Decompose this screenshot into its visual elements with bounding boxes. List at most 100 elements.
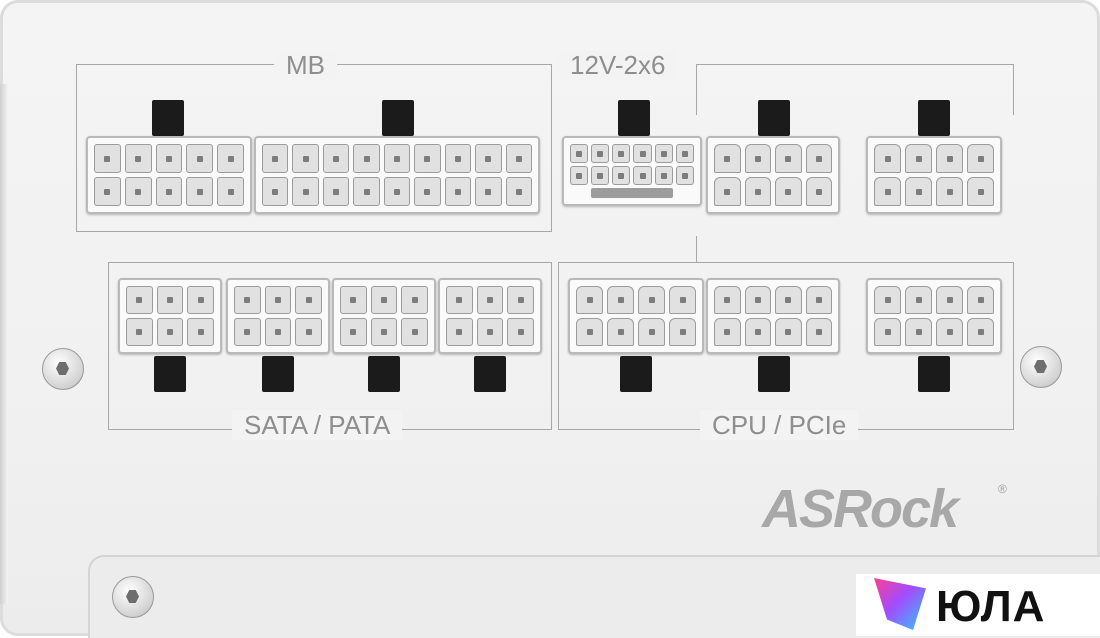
latch: [618, 100, 650, 136]
pin: [607, 286, 634, 314]
pin: [476, 318, 504, 346]
pin: [264, 286, 292, 314]
cpu-pcie-8pin-connector[interactable]: [706, 136, 840, 214]
pin: [475, 144, 502, 173]
pin: [264, 318, 292, 346]
pin: [353, 144, 380, 173]
cpu-pcie-8pin-connector[interactable]: [706, 278, 840, 354]
pin: [775, 318, 802, 346]
12v-2x6-connector[interactable]: [562, 136, 702, 206]
pin: [936, 286, 963, 314]
screw-icon: [112, 576, 154, 618]
pin: [446, 286, 473, 314]
pin: [186, 177, 214, 206]
latch: [918, 100, 950, 136]
pin: [414, 144, 441, 173]
pin: [124, 177, 152, 206]
pin: [633, 166, 652, 185]
latch: [620, 356, 652, 392]
latch: [154, 356, 186, 392]
pin: [340, 318, 367, 346]
pin: [507, 286, 534, 314]
pin: [370, 286, 398, 314]
divider-line: [558, 262, 696, 263]
pin: [262, 177, 289, 206]
pin: [775, 177, 802, 206]
pin: [383, 144, 411, 173]
pin: [94, 144, 121, 173]
pin: [570, 166, 589, 185]
pin: [570, 144, 589, 163]
pin: [401, 318, 428, 346]
pin: [340, 286, 367, 314]
pin: [744, 144, 771, 173]
mb-10pin-connector[interactable]: [86, 136, 252, 214]
pin: [675, 144, 694, 163]
pin: [126, 286, 153, 314]
pin: [187, 286, 214, 314]
registered-mark: ®: [998, 482, 1007, 496]
pin: [874, 318, 901, 346]
pin: [353, 177, 380, 206]
mb-18pin-connector[interactable]: [254, 136, 540, 214]
pin: [126, 318, 153, 346]
pin: [775, 144, 802, 173]
watermark-text: ЮЛА: [936, 582, 1046, 631]
latch: [368, 356, 400, 392]
pin: [744, 177, 771, 206]
pin: [714, 177, 741, 206]
pin: [654, 166, 673, 185]
pin: [322, 177, 350, 206]
pin: [383, 177, 411, 206]
pin: [612, 166, 631, 185]
divider-line: [696, 236, 697, 262]
pin: [967, 177, 994, 206]
pin: [217, 177, 244, 206]
pin: [507, 318, 534, 346]
pin: [292, 177, 319, 206]
pin: [414, 177, 441, 206]
pin: [295, 318, 322, 346]
asrock-logo: ASRock: [762, 479, 959, 539]
highpower-label: 12V-2x6: [558, 50, 678, 80]
sense-pins: [591, 188, 673, 198]
latch: [758, 100, 790, 136]
pin: [805, 286, 832, 314]
screw-icon: [1020, 346, 1062, 388]
pin: [936, 318, 963, 346]
pin: [744, 318, 771, 346]
pin: [94, 177, 121, 206]
panel-edge: [0, 84, 8, 604]
mb-label: MB: [274, 50, 337, 80]
pin: [905, 144, 932, 173]
latch: [918, 356, 950, 392]
pin: [905, 177, 932, 206]
pin: [612, 144, 631, 163]
latch: [382, 100, 414, 136]
pin: [156, 286, 184, 314]
pin: [156, 318, 184, 346]
pin: [505, 177, 532, 206]
sata-pata-6pin-connector[interactable]: [118, 278, 222, 354]
pin: [292, 144, 319, 173]
pin: [187, 318, 214, 346]
sata-pata-6pin-connector[interactable]: [332, 278, 436, 354]
pin: [669, 318, 696, 346]
latch: [262, 356, 294, 392]
cpu-pcie-8pin-connector[interactable]: [568, 278, 704, 354]
pin: [607, 318, 634, 346]
pin: [591, 166, 610, 185]
cpu-pcie-8pin-connector[interactable]: [866, 278, 1002, 354]
cpu-pcie-8pin-connector[interactable]: [866, 136, 1002, 214]
pin: [936, 144, 963, 173]
sata-pata-6pin-connector[interactable]: [438, 278, 542, 354]
pin: [905, 286, 932, 314]
pin: [874, 177, 901, 206]
sata-pata-6pin-connector[interactable]: [226, 278, 330, 354]
latch: [474, 356, 506, 392]
pin: [669, 286, 696, 314]
pin: [638, 286, 665, 314]
sata-pata-label: SATA / PATA: [232, 410, 403, 440]
pin: [124, 144, 152, 173]
pin: [475, 177, 502, 206]
